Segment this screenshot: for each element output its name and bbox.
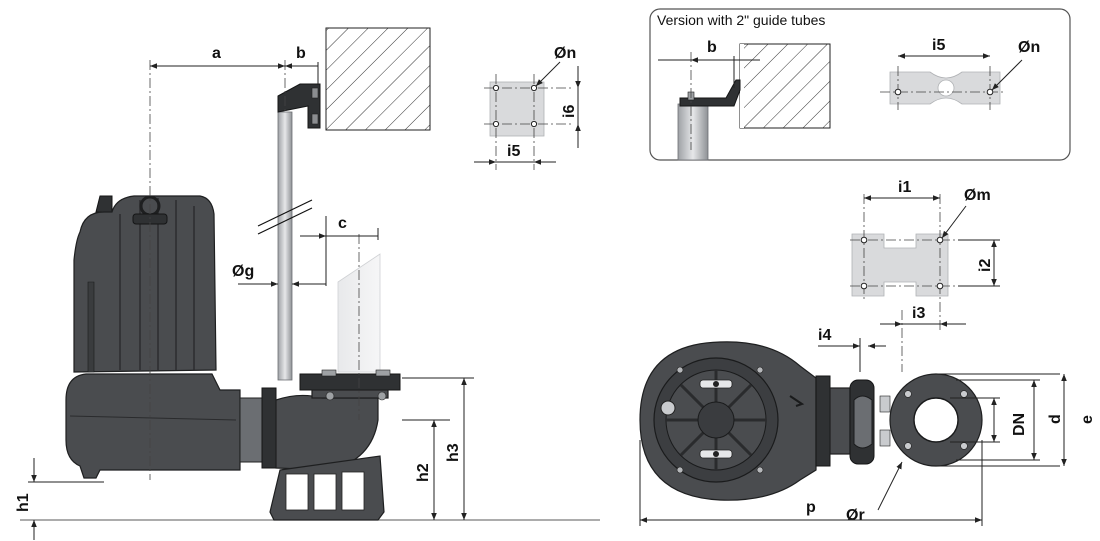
guide-bracket [277, 83, 321, 129]
dim-label-i5: i5 [507, 143, 520, 160]
dim-label-i6: i6 [561, 105, 578, 118]
inset-frame [649, 8, 1071, 161]
dim-label-n: Øn [554, 45, 576, 62]
pump-casing [65, 373, 241, 479]
dim-label-i4: i4 [818, 327, 831, 344]
guide-tube-inset: Version with 2" guide tubes b i5 Øn [649, 8, 1071, 161]
dim-label-b-inset: b [707, 39, 717, 56]
dim-label-dn: DN [1011, 413, 1028, 436]
dim-label-e: e [1079, 415, 1096, 424]
dim-label-i3: i3 [912, 305, 925, 322]
base-hole-pattern: i1 Øm i2 i3 i4 [818, 179, 1000, 372]
discharge-elbow [239, 397, 263, 463]
wall-block [325, 27, 431, 131]
dim-label-h3: h3 [445, 443, 462, 462]
dim-label-c: c [338, 215, 347, 232]
dim-label-h1: h1 [15, 493, 32, 512]
pump-motor [73, 195, 217, 373]
dim-label-h2: h2 [415, 463, 432, 482]
dim-label-r: Ør [846, 507, 865, 524]
dim-label-d: d [1047, 414, 1064, 424]
inset-title: Version with 2" guide tubes [657, 12, 825, 28]
bracket-hole-pattern: Øn i6 i5 [474, 45, 581, 170]
dim-label-i5-inset: i5 [932, 37, 945, 54]
top-view: DN d e Ør p [639, 341, 1096, 526]
dim-label-i2: i2 [977, 259, 994, 272]
dim-label-p: p [806, 499, 816, 516]
dim-label-b: b [296, 45, 306, 62]
dim-label-a: a [212, 45, 221, 62]
dim-label-i1: i1 [898, 179, 911, 196]
dim-label-n-inset: Øn [1018, 39, 1040, 56]
side-view: a b c Øg h1 h2 h3 [15, 27, 600, 540]
dim-label-g: Øg [232, 263, 254, 280]
guide-tube [277, 111, 293, 381]
dim-label-m: Øm [964, 187, 991, 204]
